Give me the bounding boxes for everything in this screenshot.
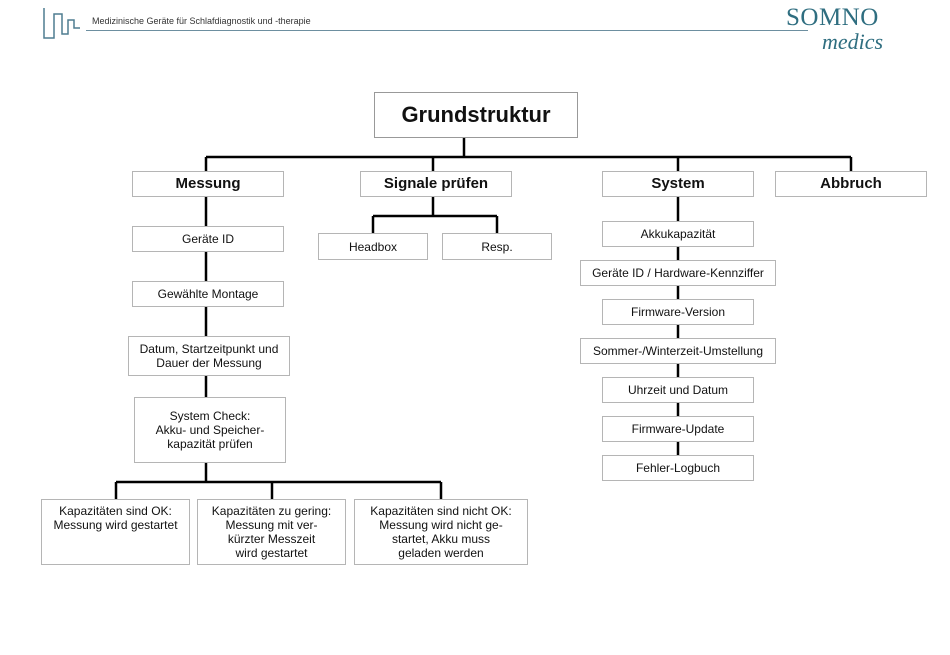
node-datum-startzeit: Datum, Startzeitpunkt und Dauer der Mess… — [128, 336, 290, 376]
node-fehler-logbuch: Fehler-Logbuch — [602, 455, 754, 481]
header-divider — [86, 30, 808, 31]
header-subtitle: Medizinische Geräte für Schlafdiagnostik… — [92, 16, 311, 26]
node-system-check: System Check: Akku- und Speicher- kapazi… — [134, 397, 286, 463]
node-gewaehlte-montage: Gewählte Montage — [132, 281, 284, 307]
logo-medics: medics — [822, 29, 884, 54]
node-firmware-version: Firmware-Version — [602, 299, 754, 325]
node-akkukapazitaet: Akkukapazität — [602, 221, 754, 247]
node-messung: Messung — [132, 171, 284, 197]
node-kapazitaeten-gering: Kapazitäten zu gering: Messung mit ver- … — [197, 499, 346, 565]
node-grundstruktur: Grundstruktur — [374, 92, 578, 138]
node-geraete-id-hardware: Geräte ID / Hardware-Kennziffer — [580, 260, 776, 286]
node-headbox: Headbox — [318, 233, 428, 260]
node-resp: Resp. — [442, 233, 552, 260]
node-uhrzeit-datum: Uhrzeit und Datum — [602, 377, 754, 403]
logo-somno: SOMNO — [786, 4, 879, 31]
node-system: System — [602, 171, 754, 197]
node-signale-pruefen: Signale prüfen — [360, 171, 512, 197]
node-geraete-id: Geräte ID — [132, 226, 284, 252]
node-kapazitaeten-ok: Kapazitäten sind OK: Messung wird gestar… — [41, 499, 190, 565]
company-logo-mark — [43, 8, 80, 39]
node-kapazitaeten-nicht-ok: Kapazitäten sind nicht OK: Messung wird … — [354, 499, 528, 565]
node-firmware-update: Firmware-Update — [602, 416, 754, 442]
node-abbruch: Abbruch — [775, 171, 927, 197]
node-sommer-winterzeit: Sommer-/Winterzeit-Umstellung — [580, 338, 776, 364]
